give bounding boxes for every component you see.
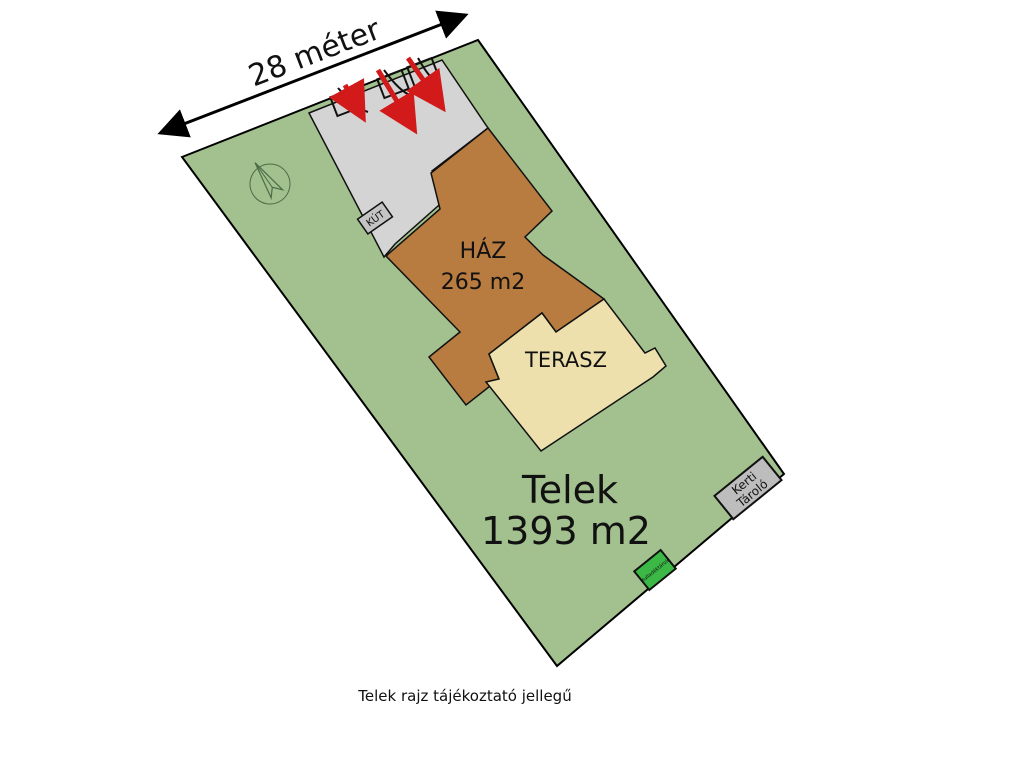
- plot-area: 1393 m2: [481, 509, 651, 553]
- house-area: 265 m2: [441, 270, 525, 295]
- garden-shed: Kerti Tároló: [713, 455, 783, 521]
- north-arrow-icon: [249, 162, 291, 205]
- house-name: HÁZ: [460, 238, 507, 264]
- terrace: [484, 297, 667, 453]
- plot-name: Telek: [521, 468, 618, 512]
- dimension-line: [157, 10, 469, 138]
- well: KÚT: [356, 200, 394, 236]
- terrace-label: TERASZ: [524, 348, 607, 372]
- caption: Telek rajz tájékoztató jellegű: [358, 687, 572, 705]
- entrance-arrows: [328, 56, 446, 135]
